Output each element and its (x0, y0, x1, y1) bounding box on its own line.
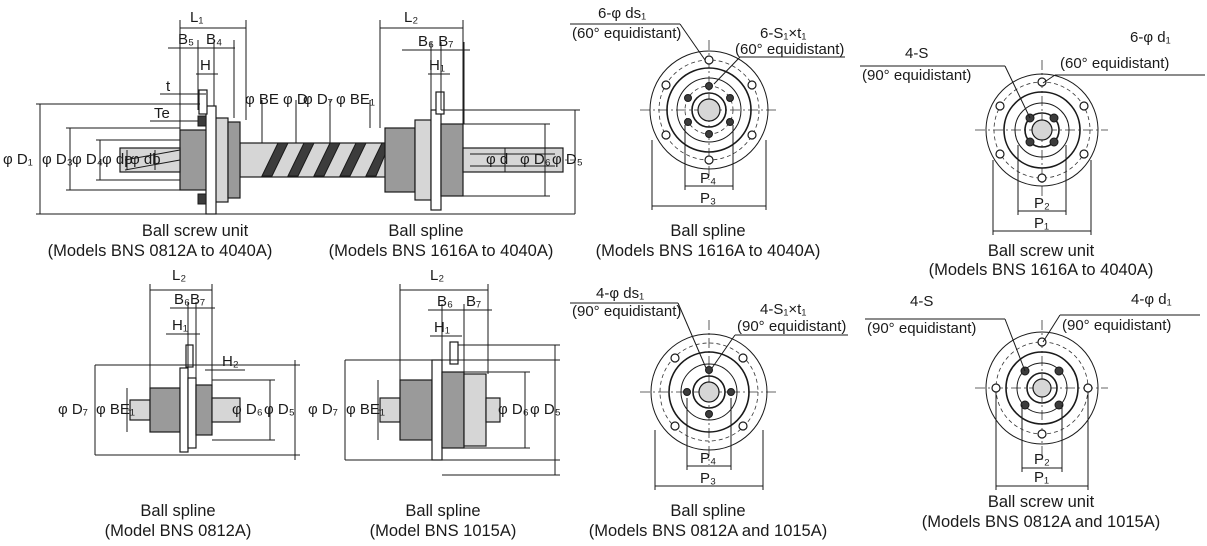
caption-spline-0812-models: (Model BNS 0812A) (105, 522, 252, 540)
caption-unit-front-b-title: Ball screw unit (988, 493, 1095, 511)
label-tap-4-b-note: (90° equidistant) (867, 320, 976, 337)
dim-BE1: φ BE₁ (336, 91, 375, 108)
dim-dp: φ dp (102, 151, 133, 168)
dim-H2-0812: H₂ (222, 353, 239, 370)
dim-BE1-0812: φ BE₁ (96, 401, 135, 418)
dim-H1-0812: H₁ (172, 317, 188, 334)
dim-B4: B₄ (206, 31, 222, 48)
caption-unit-side-title: Ball screw unit (142, 222, 249, 240)
caption-spline-1015-title: Ball spline (405, 502, 480, 520)
label-tap-4s1: 4-S₁×t₁ (760, 301, 806, 318)
label-holes-4: 4-φ ds₁ (596, 285, 644, 302)
dim-D3: φ D₃ (42, 151, 73, 168)
caption-spline-front-a-title: Ball spline (670, 222, 745, 240)
dim-L1: L₁ (190, 9, 203, 26)
mounting-holes-4 (670, 353, 748, 431)
caption-unit-side-models: (Models BNS 0812A to 4040A) (48, 242, 273, 260)
dim-D7-1015: φ D₇ (308, 401, 338, 418)
label-tap-4: 4-S (905, 45, 928, 62)
dim-d: φ d (486, 151, 508, 168)
dim-L2-1015: L₂ (430, 267, 444, 284)
ball-spline-0812-side-view: L₂ B₆B₇ H₁ H₂ φ D₇ φ BE₁ φ D₆ φ D₅ Ball … (58, 267, 300, 540)
dim-D5-1015: φ D₅ (530, 401, 561, 418)
dim-B6-B7: B₆ B₇ (418, 33, 453, 50)
ball-screw-unit-front-view-4: 4-S (90° equidistant) 4-φ d₁ (90° equidi… (865, 291, 1200, 531)
dim-P2: P₂ (1034, 195, 1050, 212)
ball-screw-spline-side-view: L₁ B₅ B₄ H t Te φ D₁ φ D₃ φ D₄ φ dp φ db… (3, 9, 583, 260)
dim-B7-1015: B₇ (466, 293, 481, 310)
caption-spline-front-b-models: (Models BNS 0812A and 1015A) (589, 522, 828, 540)
label-tap-6-note: (60° equidistant) (735, 41, 844, 58)
dim-P1-b: P₁ (1034, 469, 1049, 486)
caption-spline-0812-title: Ball spline (140, 502, 215, 520)
dim-P2-b: P₂ (1034, 451, 1050, 468)
unit-holes (995, 77, 1089, 183)
dim-D7-0812: φ D₇ (58, 401, 88, 418)
caption-unit-front-b-models: (Models BNS 0812A and 1015A) (922, 513, 1161, 531)
caption-unit-front-a-title: Ball screw unit (988, 242, 1095, 260)
label-tap-4s1-note: (90° equidistant) (737, 318, 846, 335)
dim-D5: φ D₅ (552, 151, 583, 168)
caption-spline-side-title: Ball spline (388, 222, 463, 240)
label-holes-unit-6-note: (60° equidistant) (1060, 55, 1169, 72)
dim-D6: φ D₆ (520, 151, 551, 168)
dim-P4-b: P₄ (700, 450, 716, 467)
label-holes-unit-4-note: (90° equidistant) (1062, 317, 1171, 334)
caption-spline-front-a-models: (Models BNS 1616A to 4040A) (596, 242, 821, 260)
caption-spline-front-b-title: Ball spline (670, 502, 745, 520)
dim-B5: B₅ (178, 31, 194, 48)
label-holes-6-note: (60° equidistant) (572, 25, 681, 42)
ball-spline-front-view-6: 6-φ ds₁ (60° equidistant) 6-S₁×t₁ (60° e… (570, 5, 845, 260)
dim-D1: φ D₁ (3, 151, 33, 168)
label-tap-4-b: 4-S (910, 293, 933, 310)
label-tap-6: 6-S₁×t₁ (760, 25, 806, 42)
dim-D5-0812: φ D₅ (264, 401, 295, 418)
dim-BE1-1015: φ BE₁ (346, 401, 385, 418)
mounting-holes (661, 55, 757, 165)
dim-L2-0812: L₂ (172, 267, 186, 284)
dim-BE: φ BE (245, 91, 279, 108)
caption-unit-front-a-models: (Models BNS 1616A to 4040A) (929, 261, 1154, 279)
dim-L2: L₂ (404, 9, 418, 26)
dim-D6-1015: φ D₆ (498, 401, 529, 418)
ball-spline-1015-side-view: L₂ B₆ B₇ H₁ φ D₇ φ BE₁ φ D₆ φ D₅ Ball sp… (308, 267, 561, 540)
dim-P1: P₁ (1034, 215, 1049, 232)
dim-D: φ D (283, 91, 308, 108)
dim-B6B7-0812: B₆B₇ (174, 291, 205, 308)
label-holes-unit-4: 4-φ d₁ (1131, 291, 1172, 308)
ball-spline-front-view-4: 4-φ ds₁ (90° equidistant) 4-S₁×t₁ (90° e… (570, 285, 848, 540)
label-holes-4-note: (90° equidistant) (572, 303, 681, 320)
label-tap-4-note: (90° equidistant) (862, 67, 971, 84)
dim-db: φ db (130, 151, 161, 168)
screw-thread (261, 142, 391, 177)
dim-D6-0812: φ D₆ (232, 401, 263, 418)
dim-H: H (200, 57, 211, 74)
caption-spline-1015-models: (Model BNS 1015A) (370, 522, 517, 540)
dim-H1: H₁ (429, 57, 445, 74)
dim-H1-1015: H₁ (434, 319, 450, 336)
dim-t: t (166, 78, 171, 95)
ball-screw-unit-front-view-6: 4-S (90° equidistant) 6-φ d₁ (60° equidi… (860, 29, 1205, 279)
caption-spline-side-models: (Models BNS 1616A to 4040A) (329, 242, 554, 260)
dim-Te: Te (154, 105, 170, 122)
label-holes-6: 6-φ ds₁ (598, 5, 646, 22)
dim-P3-b: P₃ (700, 470, 716, 487)
dim-B6-1015: B₆ (437, 293, 453, 310)
dim-D4: φ D₄ (72, 151, 103, 168)
dim-P4: P₄ (700, 170, 716, 187)
label-holes-unit-6: 6-φ d₁ (1130, 29, 1171, 46)
dim-D7: φ D₇ (303, 91, 333, 108)
dim-P3: P₃ (700, 190, 716, 207)
